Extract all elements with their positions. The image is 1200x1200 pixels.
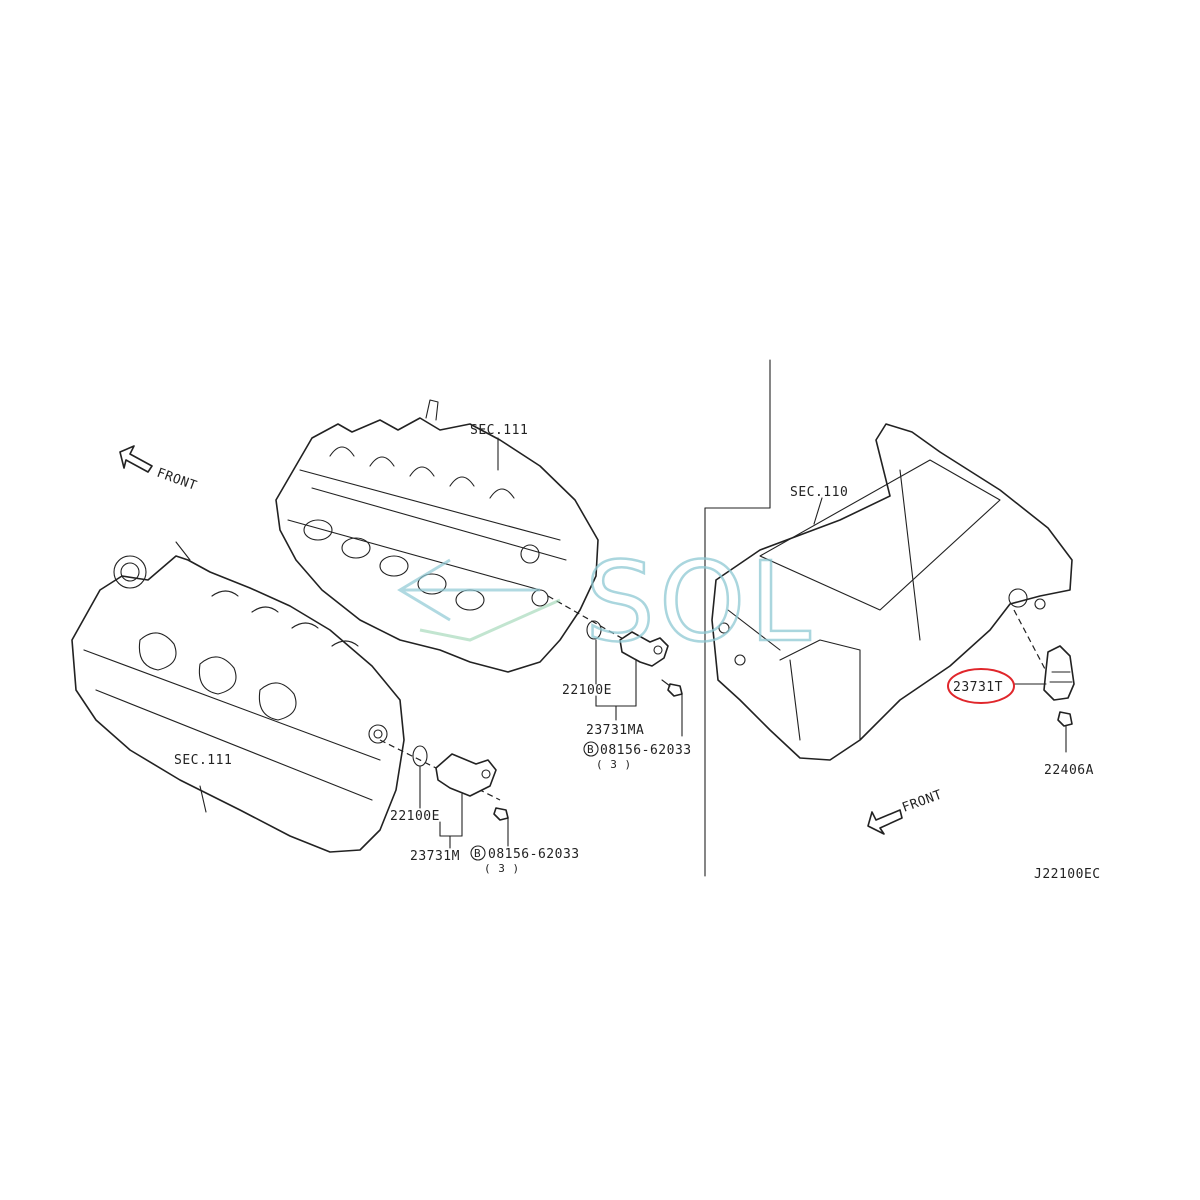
label-front-right: FRONT: [900, 787, 944, 815]
bolt-prefix-circle-lower: [470, 845, 486, 861]
label-sec111-top: SEC.111: [470, 423, 528, 438]
o-ring-lower: [412, 745, 428, 767]
watermark-text: SOL: [585, 538, 815, 666]
label-front-left: FRONT: [155, 466, 199, 494]
section-divider: [704, 359, 771, 877]
sensor-assembly-upper: [547, 595, 683, 737]
bolt-upper: [667, 683, 683, 697]
cam-sensor-lower: [435, 753, 497, 797]
label-sec111-bottom: SEC.111: [174, 753, 232, 768]
label-sensor-lower: 23731M: [410, 849, 460, 864]
label-crank-sensor: 23731T: [953, 680, 1003, 695]
label-bolt-lower: 08156-62033: [488, 847, 580, 862]
front-arrow-left: [119, 445, 153, 473]
label-oring-lower: 22100E: [390, 809, 440, 824]
oil-pan: [711, 423, 1073, 761]
label-sensor-upper: 23731MA: [586, 723, 644, 738]
label-sec110: SEC.110: [790, 485, 848, 500]
cam-sensor-upper: [619, 631, 669, 667]
crank-sensor: [1043, 645, 1075, 701]
cylinder-head-lower: [71, 541, 405, 853]
bolt-lower: [493, 807, 509, 821]
label-oring-upper: 22100E: [562, 683, 612, 698]
label-bolt-upper-qty: ( 3 ): [596, 758, 632, 771]
watermark: SOL: [397, 537, 815, 667]
label-bolt-lower-qty: ( 3 ): [484, 862, 520, 875]
crank-bolt: [1057, 711, 1073, 727]
label-crank-bolt: 22406A: [1044, 763, 1094, 778]
label-bolt-prefix-upper: B: [587, 743, 594, 756]
highlight-ring: [947, 668, 1015, 704]
front-arrow-right: [867, 809, 903, 835]
bolt-prefix-circle-upper: [583, 741, 599, 757]
diagram-code: J22100EC: [1034, 867, 1101, 882]
sensor-assembly-lower: [379, 739, 509, 849]
cylinder-head-upper: [275, 399, 599, 673]
o-ring-upper: [586, 620, 602, 640]
label-bolt-upper: 08156-62033: [600, 743, 692, 758]
label-bolt-prefix-lower: B: [474, 847, 481, 860]
crank-sensor-assembly: [1013, 609, 1075, 753]
